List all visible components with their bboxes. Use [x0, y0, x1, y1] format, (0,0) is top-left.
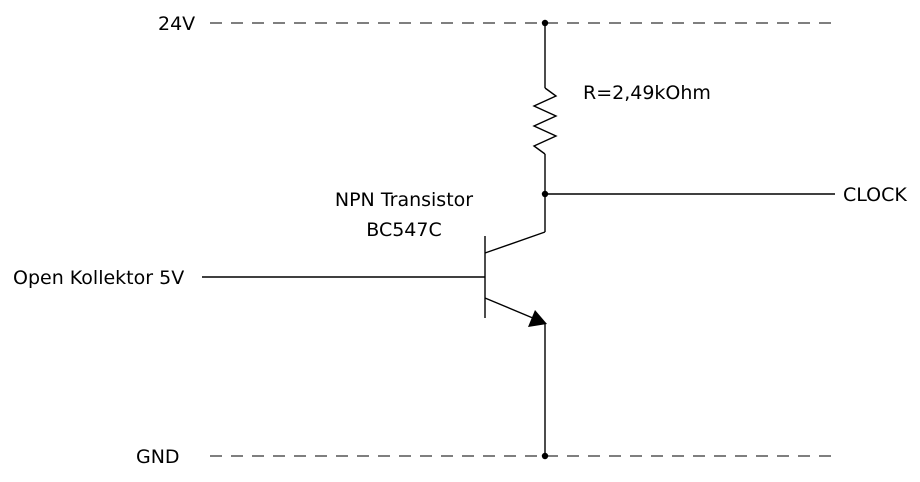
- resistor-symbol: [532, 87, 558, 155]
- supply-junction-dot: [541, 19, 549, 27]
- emitter-arrow-icon: [528, 310, 547, 327]
- input-label: Open Kollektor 5V: [13, 267, 184, 289]
- transistor-type-label: NPN Transistor: [335, 189, 473, 211]
- emitter-lead: [484, 297, 541, 322]
- clock-label: CLOCK: [843, 184, 907, 206]
- resistor-label: R=2,49kOhm: [583, 82, 711, 104]
- transistor-part-label: BC547C: [366, 219, 442, 241]
- supply-label: 24V: [158, 13, 195, 35]
- ground-label: GND: [136, 446, 180, 468]
- ground-junction-dot: [541, 452, 549, 460]
- collector-lead: [484, 231, 546, 254]
